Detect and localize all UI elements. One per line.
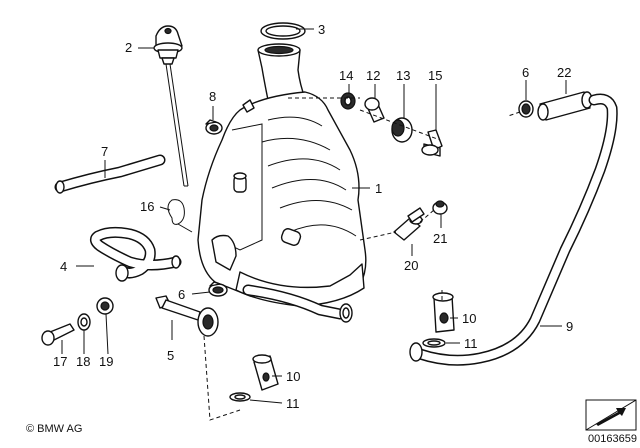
seal-ring-lower[interactable] [229, 392, 251, 402]
callout-1: 1 [375, 181, 382, 196]
screw[interactable] [41, 323, 75, 346]
rubber-spacer[interactable] [96, 297, 114, 315]
vent-hose[interactable] [54, 154, 166, 194]
leader-lines [61, 28, 567, 421]
callout-22: 22 [557, 65, 571, 80]
callout-3: 3 [318, 22, 325, 37]
callout-17: 17 [53, 354, 67, 369]
callout-10b: 10 [286, 369, 300, 384]
rubber-bush[interactable] [391, 117, 413, 143]
cap[interactable] [432, 200, 448, 215]
callout-5: 5 [167, 348, 174, 363]
banjo-fitting-lower[interactable] [252, 354, 279, 391]
callout-6b: 6 [522, 65, 529, 80]
hose-clamp[interactable] [205, 119, 223, 135]
hex-bolt[interactable] [421, 129, 443, 157]
formed-hose[interactable] [89, 226, 182, 282]
hose-clamp-right[interactable] [518, 100, 534, 118]
callout-4: 4 [60, 259, 67, 274]
callout-21: 21 [433, 231, 447, 246]
callout-labels: 1 2 3 4 5 6 6 7 8 9 10 10 11 11 12 13 14… [53, 22, 573, 411]
callout-7: 7 [101, 144, 108, 159]
callout-19: 19 [99, 354, 113, 369]
callout-11b: 11 [286, 396, 300, 411]
arrow-box-icon [585, 399, 637, 431]
banjo-fitting-upper[interactable] [432, 292, 455, 333]
callout-11a: 11 [464, 336, 478, 351]
callout-15: 15 [428, 68, 442, 83]
callout-8: 8 [209, 89, 216, 104]
hose-clamp-lower[interactable] [208, 281, 228, 297]
hose-connector[interactable] [393, 207, 425, 241]
grommet[interactable] [340, 92, 356, 110]
image-number: 00163659 [588, 433, 637, 445]
spring-clip[interactable] [167, 199, 193, 233]
callout-20: 20 [404, 258, 418, 273]
callout-16: 16 [140, 199, 154, 214]
callout-13: 13 [396, 68, 410, 83]
callout-2: 2 [125, 40, 132, 55]
return-line[interactable] [409, 93, 618, 366]
copyright-text: © BMW AG [26, 423, 82, 435]
sleeve[interactable] [364, 97, 385, 123]
seal-ring-upper[interactable] [422, 338, 446, 348]
callout-14: 14 [339, 68, 353, 83]
banjo-bolt[interactable] [155, 295, 219, 337]
hose-sleeve[interactable] [537, 91, 593, 121]
o-ring[interactable] [260, 22, 306, 40]
callout-12: 12 [366, 68, 380, 83]
washer[interactable] [77, 313, 91, 331]
callout-9: 9 [566, 319, 573, 334]
callout-18: 18 [76, 354, 90, 369]
callout-6a: 6 [178, 287, 185, 302]
dipstick[interactable] [153, 25, 189, 187]
callout-10a: 10 [462, 311, 476, 326]
oil-tank[interactable] [197, 43, 367, 323]
